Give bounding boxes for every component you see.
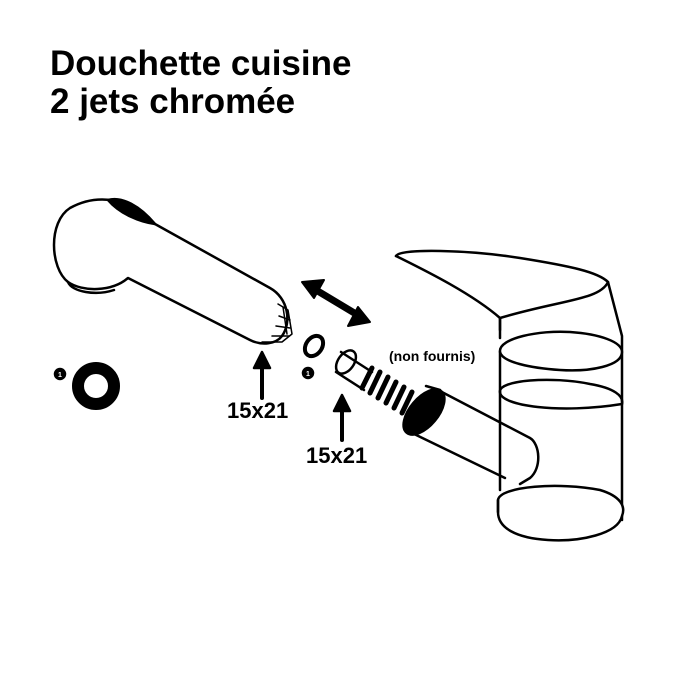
washer-icon — [72, 362, 120, 410]
title-line-1: Douchette cuisine — [50, 44, 352, 83]
shower-head-icon — [52, 197, 293, 345]
hose-fitting-icon — [334, 349, 446, 436]
thread-size-hose: 15x21 — [306, 443, 368, 468]
title-line-2: 2 jets chromée — [50, 82, 296, 121]
thread-size-shower: 15x21 — [227, 398, 289, 423]
faucet-mixer-icon — [394, 249, 625, 542]
arrow-up-icon — [332, 393, 352, 442]
arrow-up-icon — [252, 350, 272, 400]
double-arrow-icon — [301, 279, 371, 327]
marker-1-icon — [301, 366, 315, 380]
marker-washer-left: 1 — [58, 372, 62, 379]
marker-1-icon — [53, 367, 67, 381]
hose-note: (non fournis) — [389, 348, 476, 364]
small-washer-icon — [302, 333, 326, 359]
marker-washer-small: 1 — [306, 371, 310, 378]
